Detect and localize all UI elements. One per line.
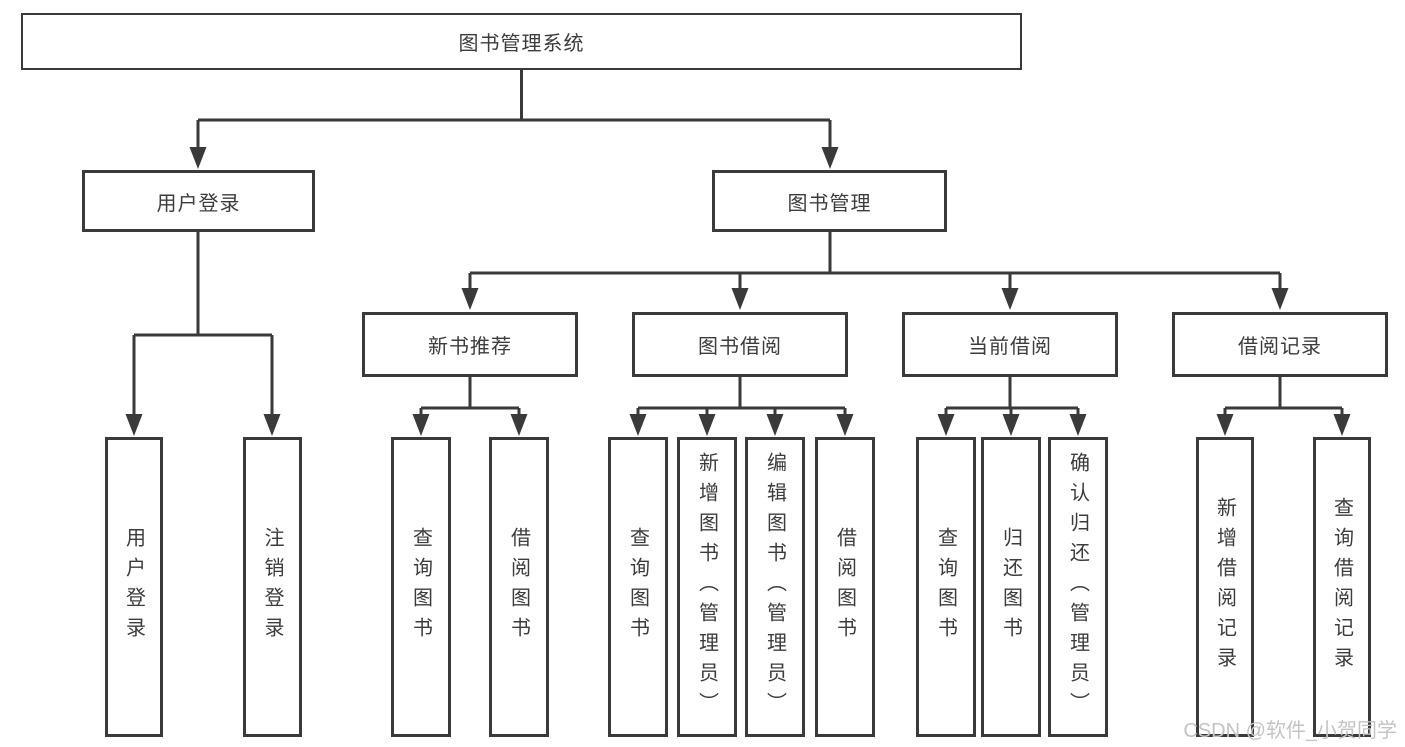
node-current-borrow: 当前借阅 — [902, 312, 1118, 377]
connector-new-book-recommend-to-leaves — [412, 377, 528, 436]
arrowhead — [125, 414, 143, 436]
node-book-management: 图书管理 — [712, 170, 947, 232]
node-book-borrow: 图书借阅 — [632, 312, 848, 377]
node-user-login: 用户登录 — [82, 170, 315, 232]
arrowhead — [1002, 414, 1020, 436]
arrowhead — [1069, 414, 1087, 436]
arrowhead — [461, 288, 479, 310]
connector-borrow-records-to-leaves — [1216, 377, 1351, 436]
arrowhead — [937, 414, 955, 436]
leaf-logout: 注销登录 — [243, 437, 302, 737]
arrowhead — [766, 414, 784, 436]
leaf-borrow-books: 借阅图书 — [815, 437, 875, 737]
arrowhead — [629, 414, 647, 436]
leaf-query-books-current: 查询图书 — [916, 437, 976, 737]
node-library-management-system: 图书管理系统 — [21, 13, 1022, 70]
arrowhead — [189, 147, 207, 169]
connector-book-borrow-to-leaves — [629, 377, 854, 436]
leaf-add-books-admin: 新增图书（管理员） — [677, 437, 737, 737]
node-borrow-records: 借阅记录 — [1172, 312, 1388, 377]
arrowhead — [1333, 414, 1351, 436]
arrowhead — [836, 414, 854, 436]
arrowhead — [698, 414, 716, 436]
arrowhead — [510, 414, 528, 436]
leaf-query-borrow-record: 查询借阅记录 — [1313, 437, 1371, 737]
leaf-add-borrow-record: 新增借阅记录 — [1196, 437, 1254, 737]
arrowhead — [412, 414, 430, 436]
node-new-book-recommend: 新书推荐 — [362, 312, 578, 377]
arrowhead — [821, 147, 839, 169]
leaf-confirm-return-admin: 确认归还（管理员） — [1048, 437, 1108, 737]
arrowhead — [1271, 288, 1289, 310]
csdn-watermark: CSDN @软件_小贺同学 — [1183, 720, 1397, 742]
leaf-query-books-borrow: 查询图书 — [608, 437, 668, 737]
arrowhead — [263, 414, 281, 436]
leaf-edit-books-admin: 编辑图书（管理员） — [745, 437, 805, 737]
arrowhead — [1216, 414, 1234, 436]
connector-root-to-level2 — [189, 70, 839, 169]
connector-current-borrow-to-leaves — [937, 377, 1087, 436]
connector-user-login-to-leaves — [125, 232, 281, 436]
leaf-return-books: 归还图书 — [981, 437, 1041, 737]
leaf-borrow-books-recommend: 借阅图书 — [489, 437, 549, 737]
arrowhead — [1001, 288, 1019, 310]
leaf-query-books-recommend: 查询图书 — [391, 437, 451, 737]
arrowhead — [731, 288, 749, 310]
leaf-user-login: 用户登录 — [105, 437, 163, 737]
connector-book-management-to-level3 — [461, 232, 1289, 310]
